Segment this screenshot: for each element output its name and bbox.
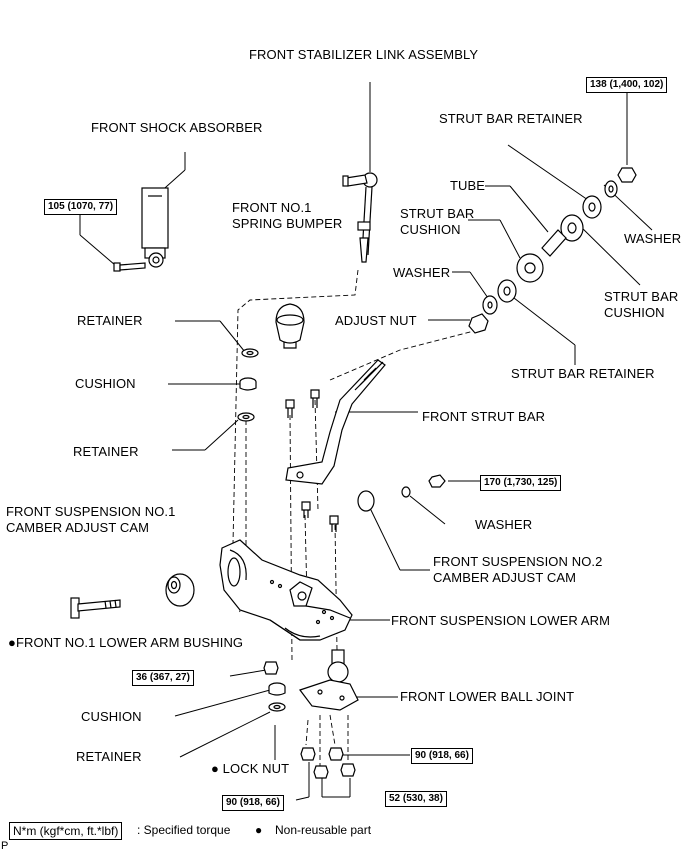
label-front-no1-lower-arm-bushing-text: FRONT NO.1 LOWER ARM BUSHING — [15, 635, 244, 650]
torque-90-left: 90 (918, 66) — [222, 795, 284, 811]
label-lock-nut: ● LOCK NUT — [211, 761, 289, 777]
legend-bullet: ● — [255, 823, 263, 837]
ball-joint-part — [299, 649, 359, 711]
label-front-lower-ball-joint: FRONT LOWER BALL JOINT — [400, 689, 575, 704]
cam-no1-bolt-part — [70, 597, 121, 619]
label-tube: TUBE — [450, 178, 486, 193]
legend-non-reusable-part: Non-reusable part — [275, 823, 372, 837]
front-strut-bar-part — [285, 359, 386, 485]
label-retainer-middle: RETAINER — [73, 444, 139, 459]
label-front-no1-spring-bumper-line1: FRONT NO.1 — [232, 200, 312, 215]
torque-52: 52 (530, 38) — [385, 791, 447, 807]
label-front-strut-bar: FRONT STRUT BAR — [422, 409, 546, 424]
label-strut-bar-cushion-right-line2: CUSHION — [604, 305, 665, 320]
label-front-suspension-no2-cam-line1: FRONT SUSPENSION NO.2 — [433, 554, 603, 569]
label-retainer-upper: RETAINER — [77, 313, 143, 328]
washer-middle-part — [401, 486, 411, 498]
cushion-lower-part — [268, 682, 286, 696]
torque-90-right: 90 (918, 66) — [411, 748, 473, 764]
cam-no2-part — [357, 490, 375, 512]
nut-36-part — [263, 661, 279, 675]
nut-c-part — [313, 765, 329, 779]
label-washer-left: WASHER — [393, 265, 451, 280]
non-reusable-bullet: ● — [8, 635, 16, 650]
nut-170-part — [428, 474, 446, 488]
torque-138: 138 (1,400, 102) — [586, 77, 668, 93]
label-adjust-nut: ADJUST NUT — [335, 313, 417, 328]
retainer-middle-part — [237, 412, 255, 422]
label-front-suspension-no1-cam-line1: FRONT SUSPENSION NO.1 — [6, 504, 176, 519]
label-washer-top-right: WASHER — [624, 231, 682, 246]
label-lock-nut-text: LOCK NUT — [222, 761, 290, 776]
label-strut-bar-cushion-left-line1: STRUT BAR — [400, 206, 475, 221]
label-retainer-lower: RETAINER — [76, 749, 142, 764]
label-washer-middle: WASHER — [475, 517, 533, 532]
torque-170: 170 (1,730, 125) — [480, 475, 562, 491]
nut-d-part — [340, 763, 356, 777]
label-front-suspension-lower-arm: FRONT SUSPENSION LOWER ARM — [391, 613, 611, 628]
corner-mark: P — [1, 840, 9, 852]
label-front-no1-lower-arm-bushing: ●FRONT NO.1 LOWER ARM BUSHING — [8, 635, 243, 651]
label-front-shock-absorber: FRONT SHOCK ABSORBER — [91, 120, 263, 135]
strut-bar-bolts — [285, 389, 339, 532]
torque-105: 105 (1070, 77) — [44, 199, 118, 215]
retainer-lower-part — [268, 702, 286, 712]
spring-bumper-part — [275, 303, 305, 349]
label-strut-bar-cushion-left-line2: CUSHION — [400, 222, 461, 237]
lower-arm-part — [219, 539, 353, 641]
label-front-suspension-no2-cam-line2: CAMBER ADJUST CAM — [433, 570, 577, 585]
retainer-upper-hole — [246, 350, 254, 356]
label-cushion-upper: CUSHION — [75, 376, 136, 391]
label-cushion-lower: CUSHION — [81, 709, 142, 724]
cushion-upper-part — [239, 377, 257, 391]
stabilizer-link-part — [342, 172, 378, 263]
nut-a-part — [300, 747, 316, 761]
non-reusable-bullet: ● — [211, 761, 219, 776]
front-shock-absorber-part — [141, 187, 169, 268]
label-front-stabilizer-link-assembly: FRONT STABILIZER LINK ASSEMBLY — [249, 47, 479, 62]
shock-bolt — [113, 262, 146, 272]
legend-torque-unit-box: N*m (kgf*cm, ft.*lbf) — [9, 822, 123, 840]
legend-specified-torque: : Specified torque — [137, 823, 231, 837]
lower-arm-bushing-part — [165, 573, 195, 607]
retainer-middle-hole — [242, 414, 250, 420]
torque-36: 36 (367, 27) — [132, 670, 194, 686]
label-front-no1-spring-bumper-line2: SPRING BUMPER — [232, 216, 343, 231]
label-front-suspension-no1-cam-line2: CAMBER ADJUST CAM — [6, 520, 150, 535]
nut-b-part — [328, 747, 344, 761]
label-strut-bar-retainer-top: STRUT BAR RETAINER — [439, 111, 583, 126]
retainer-lower-hole — [273, 704, 281, 710]
retainer-upper-part — [241, 348, 259, 358]
label-strut-bar-cushion-right-line1: STRUT BAR — [604, 289, 679, 304]
label-strut-bar-retainer-bottom: STRUT BAR RETAINER — [511, 366, 655, 381]
strut-bar-stack-part — [468, 167, 637, 334]
